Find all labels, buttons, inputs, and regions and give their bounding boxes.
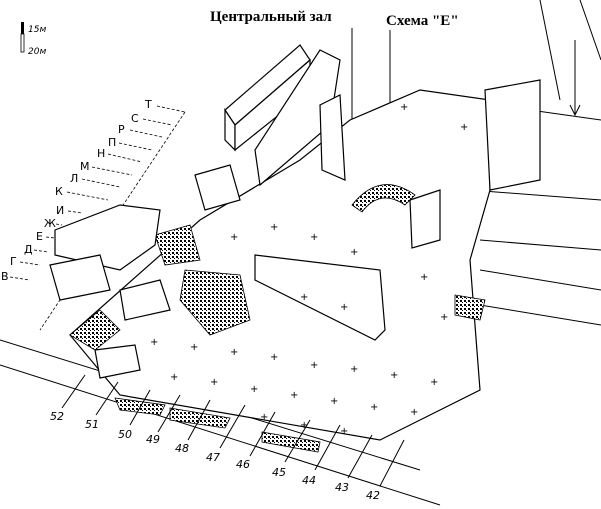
svg-text:+: + [350, 247, 358, 258]
fill-area [261, 431, 321, 453]
column-number: 51 [85, 418, 99, 431]
svg-text:+: + [230, 232, 238, 243]
column-number: 50 [118, 428, 132, 441]
svg-text:+: + [270, 222, 278, 233]
row-letter: Ж [44, 217, 56, 230]
column-number: 45 [272, 466, 286, 479]
row-letter: Г [10, 255, 17, 268]
svg-text:+: + [150, 337, 158, 348]
svg-text:+: + [270, 352, 278, 363]
row-letters: Т С Р П Н М Л К И Ж Е Д Г В [1, 98, 186, 283]
svg-text:+: + [340, 302, 348, 313]
row-letter: М [80, 160, 90, 173]
svg-text:+: + [330, 396, 338, 407]
row-letter: С [131, 112, 139, 125]
column-number: 47 [206, 451, 220, 464]
row-letter: Р [118, 123, 125, 136]
row-letter: Д [24, 243, 33, 256]
elevation-markers: + + + + + + + + + + + + + + + + + + + + + + + + + + +… [150, 102, 468, 437]
fill-area [454, 294, 486, 321]
row-letter: В [1, 270, 9, 283]
svg-text:+: + [300, 292, 308, 303]
svg-text:+: + [310, 360, 318, 371]
svg-text:+: + [350, 364, 358, 375]
row-letter: П [108, 136, 116, 149]
row-letter: Н [97, 147, 105, 160]
svg-text:+: + [390, 370, 398, 381]
svg-text:+: + [300, 420, 308, 431]
row-letter: Е [36, 230, 43, 243]
scale-top-label: 15м [28, 25, 46, 35]
svg-text:+: + [210, 377, 218, 388]
row-letter: К [55, 185, 63, 198]
svg-text:+: + [290, 390, 298, 401]
svg-text:+: + [260, 412, 268, 423]
svg-text:+: + [190, 342, 198, 353]
column-number: 49 [146, 433, 160, 446]
row-letter: Л [70, 172, 78, 185]
svg-text:+: + [440, 312, 448, 323]
svg-text:+: + [410, 407, 418, 418]
svg-text:+: + [370, 402, 378, 413]
svg-text:+: + [420, 272, 428, 283]
column-number: 52 [50, 410, 64, 423]
scale-bottom-label: 20м [28, 47, 46, 57]
svg-text:+: + [460, 122, 468, 133]
fill-area [179, 269, 251, 336]
scheme-e-title: Схема "Е" [386, 13, 459, 29]
column-number: 42 [366, 489, 380, 502]
column-numbers: 52 51 50 49 48 47 46 45 44 43 42 [50, 374, 405, 502]
wall-blocks [49, 44, 541, 379]
svg-text:+: + [250, 384, 258, 395]
column-number: 44 [302, 474, 316, 487]
row-letter: Т [144, 98, 152, 111]
svg-text:+: + [230, 347, 238, 358]
svg-text:+: + [430, 377, 438, 388]
column-number: 43 [335, 481, 349, 494]
svg-text:+: + [170, 372, 178, 383]
fill-area [69, 309, 121, 351]
column-number: 46 [236, 458, 250, 471]
column-number: 48 [175, 442, 189, 455]
svg-text:+: + [400, 102, 408, 113]
row-letter: И [56, 204, 64, 217]
central-hall-title: Центральный зал [210, 9, 332, 25]
scale-legend: 15м 20м [20, 22, 46, 57]
fill-area [154, 224, 201, 266]
svg-text:+: + [340, 426, 348, 437]
svg-text:+: + [310, 232, 318, 243]
